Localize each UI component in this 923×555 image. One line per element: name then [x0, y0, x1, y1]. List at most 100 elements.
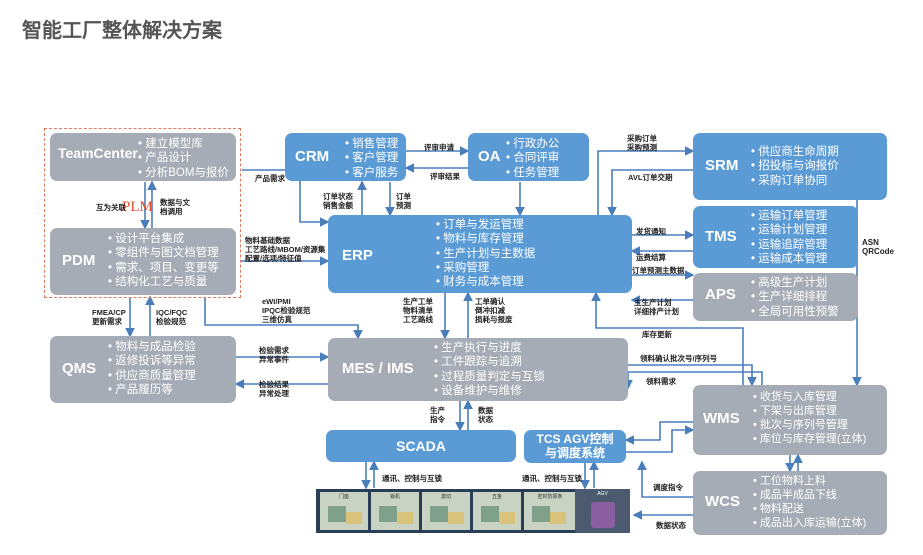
- list-item: 批次与序列号管理: [753, 418, 866, 432]
- scada-name: SCADA: [396, 438, 446, 454]
- equipment-photo: 激切: [422, 492, 470, 530]
- list-item: 成品半成品下线: [753, 488, 866, 502]
- label-erp-aps-top: 订单预测主数据: [632, 266, 685, 275]
- list-item: 物料与库存管理: [436, 232, 535, 246]
- erp-box[interactable]: ERP 订单与发运管理 物料与库存管理 生产计划与主数据 采购管理 财务与成本管…: [328, 215, 632, 293]
- teamcenter-box[interactable]: TeamCenter 建立模型库 产品设计 分析BOM与报价: [50, 133, 236, 181]
- label-pdm-qms-left: FMEA/CP 更新需求: [92, 308, 126, 326]
- list-item: 物料与成品检验: [108, 340, 196, 354]
- equipment-photo-strip: 门座 钣机 激切 五金 密封防振条: [316, 489, 626, 533]
- tcs-agv-name: TCS AGV控制 与调度系统: [536, 432, 614, 460]
- label-erp-tms-top: 发货通知: [636, 227, 666, 236]
- tcs-agv-box[interactable]: TCS AGV控制 与调度系统: [524, 430, 626, 463]
- arrow-tcs-to-wms: [626, 425, 695, 453]
- pdm-box[interactable]: PDM 设计平台集成 零组件与图文档管理 需求、项目、变更等 结构化工艺与质量: [50, 228, 236, 295]
- mes-ims-name: MES / IMS: [342, 360, 414, 377]
- label-pdm-erp: 物料基础数据 工艺路线/MBOM/资源集 配置/选项/特征值: [245, 236, 326, 263]
- list-item: 产品设计: [138, 151, 229, 165]
- label-product-req: 产品需求: [255, 174, 285, 183]
- arrow-wms-to-tcs: [624, 421, 693, 445]
- list-item: 需求、项目、变更等: [108, 261, 219, 275]
- label-stock-update: 库存更新: [642, 330, 672, 339]
- oa-name: OA: [478, 148, 501, 165]
- mes-ims-list: 生产执行与进度 工件跟踪与追溯 过程质量判定与互锁 设备维护与维修: [434, 341, 545, 398]
- list-item: 工位物料上料: [753, 474, 866, 488]
- list-item: 运输计划管理: [751, 223, 827, 237]
- equipment-photo: 五金: [473, 492, 521, 530]
- label-qms-mes-top: 检验需求 异常事件: [259, 346, 289, 364]
- erp-name: ERP: [342, 247, 373, 264]
- tms-list: 运输订单管理 运输计划管理 运输追踪管理 运输成本管理: [751, 209, 827, 266]
- arrow-wcs-to-tcs: [637, 460, 693, 498]
- label-ewi: eWI/PMI IPQC检验规范 三维仿真: [262, 297, 311, 324]
- crm-list: 销售管理 客户管理 客户服务: [345, 137, 398, 180]
- list-item: 下架与出库管理: [753, 404, 866, 418]
- aps-list: 高级生产计划 生产详细排程 全局可用性预警: [751, 276, 839, 319]
- aps-name: APS: [705, 286, 736, 303]
- arrow-erp-to-srm: [597, 146, 695, 215]
- wms-name: WMS: [703, 410, 740, 427]
- label-scada-comm: 通讯、控制与互锁: [382, 474, 442, 483]
- label-asn: ASN QRCode: [862, 238, 894, 256]
- list-item: 招投标与询报价: [751, 159, 839, 173]
- label-crm-erp-a: 订单状态 销售金额: [323, 192, 353, 210]
- list-item: 采购管理: [436, 261, 535, 275]
- label-erp-mes-left: 生产工单 物料清单 工艺路线: [403, 297, 433, 324]
- erp-list: 订单与发运管理 物料与库存管理 生产计划与主数据 采购管理 财务与成本管理: [436, 218, 535, 289]
- list-item: 过程质量判定与互锁: [434, 370, 545, 384]
- label-dispatch: 调度指令: [653, 483, 683, 492]
- label-mes-wms-top: 领料确认批次号/序列号: [640, 354, 718, 363]
- label-qms-mes-bottom: 检验结果 异常处理: [259, 380, 289, 398]
- mes-ims-box[interactable]: MES / IMS 生产执行与进度 工件跟踪与追溯 过程质量判定与互锁 设备维护…: [328, 338, 628, 401]
- list-item: 物料配送: [753, 502, 866, 516]
- srm-list: 供应商生命周期 招投标与询报价 采购订单协同: [751, 145, 839, 188]
- pdm-list: 设计平台集成 零组件与图文档管理 需求、项目、变更等 结构化工艺与质量: [108, 232, 219, 289]
- tms-box[interactable]: TMS 运输订单管理 运输计划管理 运输追踪管理 运输成本管理: [693, 206, 858, 268]
- pdm-name: PDM: [62, 252, 96, 269]
- wms-box[interactable]: WMS 收货与入库管理 下架与出库管理 批次与序列号管理 库位与库存管理(立体): [693, 385, 887, 455]
- wcs-box[interactable]: WCS 工位物料上料 成品半成品下线 物料配送 成品出入库运输(立体): [693, 471, 887, 535]
- list-item: 采购订单协同: [751, 174, 839, 188]
- teamcenter-name: TeamCenter: [58, 145, 138, 161]
- equipment-photo: 门座: [320, 492, 368, 530]
- label-mes-wms-bottom: 领料需求: [646, 377, 676, 386]
- equipment-photo: 密封防振条: [524, 492, 576, 530]
- oa-list: 行政办公 合同评审 任务管理: [506, 137, 559, 180]
- label-srm-top: 采购订单 采购预测: [627, 134, 657, 152]
- equipment-photo: 钣机: [371, 492, 419, 530]
- arrow-mes-to-wms: [628, 364, 757, 387]
- label-mes-scada-left: 生产 指令: [430, 406, 445, 424]
- aps-box[interactable]: APS 高级生产计划 生产详细排程 全局可用性预警: [693, 273, 858, 321]
- list-item: 合同评审: [506, 151, 559, 165]
- list-item: 分析BOM与报价: [138, 166, 229, 180]
- list-item: 运输追踪管理: [751, 238, 827, 252]
- plm-dashed-frame: [44, 128, 241, 298]
- list-item: 库位与库存管理(立体): [753, 432, 866, 446]
- label-mes-scada-right: 数据 状态: [478, 406, 493, 424]
- tms-name: TMS: [705, 228, 737, 245]
- srm-box[interactable]: SRM 供应商生命周期 招投标与询报价 采购订单协同: [693, 133, 887, 200]
- label-erp-aps-bottom: 主生产计划 详细排产计划: [634, 298, 679, 316]
- scada-box[interactable]: SCADA: [326, 430, 516, 462]
- label-crm-oa-top: 评审申请: [424, 143, 454, 152]
- crm-name: CRM: [295, 148, 330, 165]
- list-item: 高级生产计划: [751, 276, 839, 290]
- list-item: 全局可用性预警: [751, 305, 839, 319]
- arrow-pdm-to-mes: [204, 297, 363, 340]
- list-item: 销售管理: [345, 137, 398, 151]
- list-item: 零组件与图文档管理: [108, 246, 219, 260]
- list-item: 设备维护与维修: [434, 384, 545, 398]
- oa-box[interactable]: OA 行政办公 合同评审 任务管理: [468, 133, 589, 181]
- teamcenter-list: 建立模型库 产品设计 分析BOM与报价: [138, 137, 229, 180]
- list-item: 生产执行与进度: [434, 341, 545, 355]
- qms-box[interactable]: QMS 物料与成品检验 返修投诉等异常 供应商质量管理 产品履历等: [50, 336, 236, 403]
- list-item: 订单与发运管理: [436, 218, 535, 232]
- list-item: 设计平台集成: [108, 232, 219, 246]
- list-item: 任务管理: [506, 166, 559, 180]
- list-item: 客户服务: [345, 166, 398, 180]
- crm-box[interactable]: CRM 销售管理 客户管理 客户服务: [285, 133, 406, 181]
- list-item: 生产计划与主数据: [436, 247, 535, 261]
- plm-label: PLM: [122, 199, 153, 215]
- label-crm-oa-bottom: 评审结果: [430, 172, 460, 181]
- list-item: 建立模型库: [138, 137, 229, 151]
